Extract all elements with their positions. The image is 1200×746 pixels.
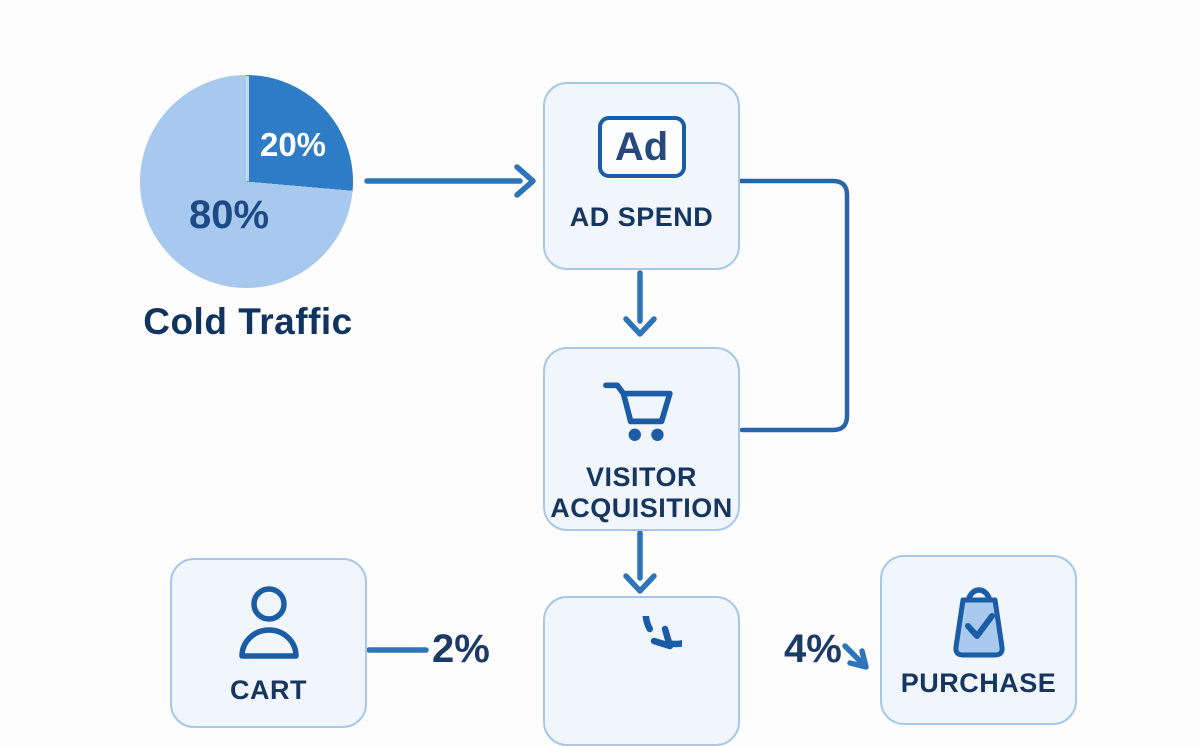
pie-label-20: 20%	[259, 126, 327, 163]
arrow-pie-to-adspend	[364, 164, 536, 198]
person-icon	[235, 584, 303, 667]
node-purchase-label: PURCHASE	[900, 668, 1057, 698]
node-visitor-acquisition: VISITOR ACQUISITION	[543, 347, 740, 531]
arrow-visitor-to-refresh	[623, 530, 657, 594]
arrow-rate-to-purchase	[842, 643, 869, 670]
pie-caption: Cold Traffic	[143, 301, 353, 342]
node-cart: CART	[170, 558, 367, 728]
pie-label-80: 80%	[188, 193, 270, 237]
ad-badge-icon: Ad	[597, 116, 686, 178]
loop-adspend-to-visitor	[738, 178, 850, 433]
shopping-cart-icon	[600, 375, 684, 448]
refresh-cycle-icon	[602, 580, 709, 705]
pie-slice-divider	[246, 76, 249, 181]
node-ad-spend: Ad AD SPEND	[543, 82, 740, 270]
node-visitor-acquisition-label: VISITOR ACQUISITION	[550, 462, 733, 524]
edge-rate-4pct: 4%	[784, 627, 842, 671]
node-ad-spend-label: AD SPEND	[569, 202, 714, 232]
edge-rate-2pct: 2%	[432, 627, 490, 671]
node-cart-label: CART	[230, 675, 307, 705]
shopping-bag-check-icon	[939, 577, 1019, 666]
node-refresh	[543, 580, 740, 746]
node-purchase: PURCHASE	[880, 555, 1077, 725]
arrow-adspend-to-visitor	[623, 270, 657, 337]
